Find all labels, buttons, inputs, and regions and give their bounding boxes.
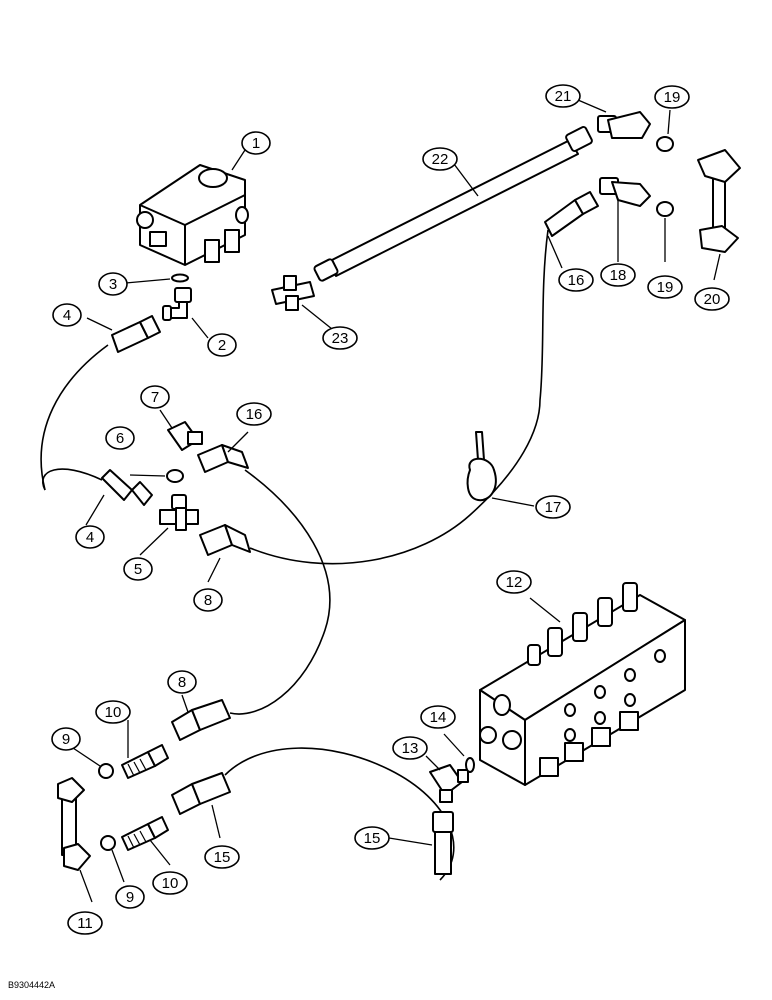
callout-9-upper: 9 bbox=[51, 727, 81, 751]
svg-text:19: 19 bbox=[657, 279, 674, 296]
hose-end-part-4-lower bbox=[101, 469, 153, 506]
o-ring-part-3 bbox=[171, 273, 189, 283]
svg-text:10: 10 bbox=[105, 704, 122, 721]
tee-fitting-part-5 bbox=[159, 494, 199, 531]
svg-text:12: 12 bbox=[506, 574, 523, 591]
nut-part-9-upper bbox=[98, 763, 114, 779]
svg-text:2: 2 bbox=[218, 337, 226, 354]
svg-text:7: 7 bbox=[151, 389, 159, 406]
callout-19-upper: 19 bbox=[654, 85, 690, 109]
svg-text:8: 8 bbox=[204, 592, 212, 609]
callout-4-lower: 4 bbox=[75, 525, 105, 549]
adapter-part-10-upper bbox=[121, 744, 169, 779]
svg-text:6: 6 bbox=[116, 430, 124, 447]
callout-8-lower: 8 bbox=[167, 670, 197, 694]
svg-text:16: 16 bbox=[246, 406, 263, 423]
svg-text:19: 19 bbox=[664, 89, 681, 106]
svg-text:8: 8 bbox=[178, 674, 186, 691]
nut-part-19-upper bbox=[656, 136, 674, 152]
nut-part-6 bbox=[166, 469, 184, 483]
tube-part-20 bbox=[697, 149, 741, 253]
callout-13: 13 bbox=[392, 736, 428, 760]
figure-id-label: B9304442A bbox=[8, 980, 56, 990]
callout-19-lower: 19 bbox=[647, 275, 683, 299]
svg-text:11: 11 bbox=[77, 915, 93, 932]
callout-16-upper: 16 bbox=[558, 268, 594, 292]
callout-21: 21 bbox=[545, 84, 581, 108]
callout-8-middle: 8 bbox=[193, 588, 223, 612]
svg-text:4: 4 bbox=[86, 529, 94, 546]
control-valve-bank-part-12 bbox=[479, 582, 686, 786]
elbow-fitting-part-2 bbox=[162, 287, 192, 321]
elbow-part-13 bbox=[429, 764, 469, 803]
svg-text:9: 9 bbox=[126, 889, 134, 906]
svg-text:21: 21 bbox=[555, 88, 572, 105]
hose-line-4-lower bbox=[42, 468, 103, 491]
callout-16-middle: 16 bbox=[236, 402, 272, 426]
nut-part-19-lower bbox=[656, 201, 674, 217]
callout-6: 6 bbox=[105, 426, 135, 450]
callout-10-lower: 10 bbox=[152, 871, 188, 895]
callout-4-upper: 4 bbox=[52, 303, 82, 327]
elbow-part-18 bbox=[599, 177, 651, 207]
callout-2: 2 bbox=[207, 333, 237, 357]
hose-end-part-16-middle bbox=[197, 444, 249, 473]
callout-10-upper: 10 bbox=[95, 700, 131, 724]
o-ring-part-14 bbox=[465, 757, 475, 773]
svg-text:17: 17 bbox=[545, 499, 562, 516]
svg-text:16: 16 bbox=[568, 272, 585, 289]
hose-end-part-16-upper bbox=[544, 191, 599, 237]
tube-part-11 bbox=[57, 777, 91, 871]
callout-5: 5 bbox=[123, 557, 153, 581]
tee-fitting-part-23 bbox=[271, 275, 315, 311]
hose-end-part-15-right bbox=[432, 811, 454, 875]
svg-text:1: 1 bbox=[252, 135, 260, 152]
callout-3: 3 bbox=[98, 272, 128, 296]
callout-11: 11 bbox=[67, 911, 103, 935]
hose-lines bbox=[40, 229, 549, 881]
hose-end-part-4-upper bbox=[111, 315, 161, 353]
elbow-part-21 bbox=[597, 111, 651, 139]
svg-text:5: 5 bbox=[134, 561, 142, 578]
svg-text:4: 4 bbox=[63, 307, 71, 324]
hose-line-16-lower bbox=[229, 469, 331, 715]
callout-12: 12 bbox=[496, 570, 532, 594]
hose-line-4-upper bbox=[40, 344, 109, 491]
callout-22: 22 bbox=[422, 147, 458, 171]
callout-15-left: 15 bbox=[204, 845, 240, 869]
svg-text:22: 22 bbox=[432, 151, 449, 168]
callout-17: 17 bbox=[535, 495, 571, 519]
svg-text:14: 14 bbox=[430, 709, 447, 726]
svg-text:10: 10 bbox=[162, 875, 179, 892]
leader-lines bbox=[72, 99, 721, 903]
callout-23: 23 bbox=[322, 326, 358, 350]
svg-text:20: 20 bbox=[704, 291, 721, 308]
hose-end-part-15-left bbox=[171, 772, 231, 815]
callout-7: 7 bbox=[140, 385, 170, 409]
hose-end-part-8-lower bbox=[171, 699, 231, 741]
valve-block-part-1 bbox=[136, 164, 249, 266]
callout-20: 20 bbox=[694, 287, 730, 311]
svg-text:23: 23 bbox=[332, 330, 349, 347]
callout-18: 18 bbox=[600, 263, 636, 287]
svg-text:18: 18 bbox=[610, 267, 627, 284]
svg-text:9: 9 bbox=[62, 731, 70, 748]
callout-9-lower: 9 bbox=[115, 885, 145, 909]
svg-text:3: 3 bbox=[109, 276, 117, 293]
clamp-part-17 bbox=[466, 431, 497, 502]
hose-part-22 bbox=[313, 126, 593, 282]
svg-text:13: 13 bbox=[402, 740, 419, 757]
elbow-part-7 bbox=[167, 421, 203, 451]
adapter-part-10-lower bbox=[121, 816, 169, 851]
svg-text:15: 15 bbox=[214, 849, 231, 866]
callout-15-right: 15 bbox=[354, 826, 390, 850]
nut-part-9-lower bbox=[100, 835, 116, 851]
callout-14: 14 bbox=[420, 705, 456, 729]
hose-end-part-8-middle bbox=[199, 524, 251, 556]
callout-1: 1 bbox=[241, 131, 271, 155]
svg-text:15: 15 bbox=[364, 830, 381, 847]
hose-line-8-upper bbox=[249, 229, 549, 565]
hose-line-15-loop bbox=[224, 747, 455, 881]
